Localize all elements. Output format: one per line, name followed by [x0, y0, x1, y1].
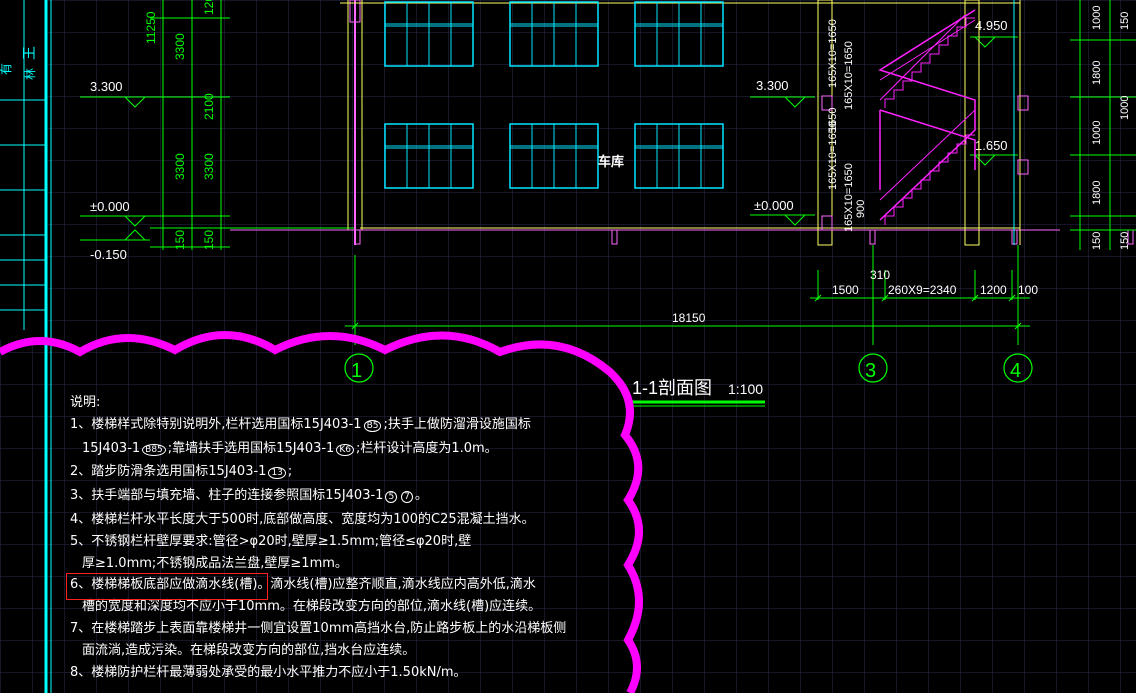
note-bubble-b1: B5 [363, 419, 382, 432]
note-line-3-tail: ; [287, 464, 293, 480]
signature-text-3: 有 [0, 63, 13, 75]
section-title: 1-1剖面图 [632, 378, 712, 398]
dim-left-a2: 3300 [173, 153, 187, 180]
signature-text-2: 林 [23, 68, 37, 80]
dim-bottom-1200: 1200 [980, 283, 1007, 297]
title-block: 王 林 有 [0, 0, 52, 693]
dim-left-b2: 150 [202, 230, 216, 250]
dim-right-3: 1000 [1119, 96, 1131, 120]
dim-right-a0: 150 [1119, 12, 1131, 30]
axis-bubbles [344, 353, 1033, 383]
stair-dim-900: 900 [855, 200, 867, 218]
dim-left-a1: 3300 [173, 33, 187, 60]
level-mid-3300: 3.300 [756, 78, 789, 93]
right-dimensions [1070, 0, 1136, 250]
note-line-11: 面流淌,造成污染。在梯段改变方向的部位,挡水台应连续。 [82, 642, 416, 658]
level-left-minus0150: -0.150 [90, 247, 127, 262]
level-left-0000: ±0.000 [90, 199, 130, 214]
level-stair-1650: 1.650 [975, 138, 1008, 153]
note-line-7: 厚≥1.0mm;不锈钢成品法兰盘,壁厚≥1mm。 [82, 555, 348, 571]
garage-label: 车库 [598, 154, 624, 169]
stair-flight [884, 17, 975, 108]
note-bubble-b6: 7 [401, 491, 413, 504]
stair-dim-2: 165X10=1650 [843, 41, 855, 110]
note-line-4-tail: 。 [414, 488, 428, 504]
staircase [817, 0, 1029, 246]
middle-level-marks [750, 36, 1018, 226]
dim-right-a1: 150 [1119, 232, 1131, 250]
dim-bottom-100: 100 [1018, 283, 1038, 297]
dim-left-b0: 2100 [202, 93, 216, 120]
note-line-9: 槽的宽度和深度均不应小于10mm。在梯段改变方向的部位,滴水线(槽)应连续。 [82, 599, 542, 615]
dim-left-a3: 150 [173, 230, 187, 250]
section-scale: 1:100 [728, 381, 763, 397]
note-bubble-b4: 13 [268, 467, 286, 480]
note-line-4-text: 3、扶手端部与填充墙、柱子的连接参照国标15J403-1 [70, 488, 384, 504]
building-section [230, 0, 1134, 245]
stair-dim-3: 165X10=1650 [827, 121, 839, 190]
notes-heading: 说明: [70, 395, 101, 410]
dim-bottom-stairs: 260X9=2340 [888, 283, 957, 297]
level-left-3300: 3.300 [90, 79, 123, 94]
signature-text-1: 王 [21, 46, 37, 60]
left-dimensions [80, 0, 355, 250]
note-line-2-tail-a: ;靠墙扶手选用国标15J403-1 [167, 440, 335, 456]
note-line-8: 6、楼梯梯板底部应做滴水线(槽)。滴水线(槽)应整齐顺直,滴水线应内高外低,滴水 [70, 577, 536, 593]
dim-right-1: 1800 [1091, 61, 1103, 85]
note-bubble-b3: K6 [336, 443, 354, 456]
note-line-3-text: 2、踏步防滑条选用国标15J403-1 [70, 464, 267, 480]
dim-left-a0: 1200 [202, 0, 216, 15]
revision-cloud [0, 331, 643, 693]
window-group [384, 1, 724, 189]
note-line-1-tail: ;扶手上做防溜滑设施国标 [383, 416, 531, 432]
bottom-dimensions [345, 245, 1030, 345]
dim-bottom-total: 18150 [672, 311, 706, 325]
dim-right-0: 1000 [1091, 6, 1103, 30]
stair-dim-1650: 1650 [827, 108, 839, 132]
dim-left-total: 11250 [144, 11, 158, 44]
note-bubble-b2: B85 [142, 443, 166, 456]
level-stair-4950: 4.950 [975, 18, 1008, 33]
note-line-2-tail-b: ;栏杆设计高度为1.0m。 [355, 440, 498, 456]
note-line-10: 7、在楼梯踏步上表面靠楼梯井一侧宜设置10mm高挡水台,防止路步板上的水沿梯板侧 [70, 620, 567, 636]
note-6-highlight[interactable] [66, 573, 268, 600]
stair-steps [884, 17, 975, 225]
note-line-12: 8、楼梯防护栏杆最薄弱处承受的最小水平推力不应小于1.50kN/m。 [70, 664, 467, 680]
level-mid-0000: ±0.000 [754, 198, 794, 213]
dim-left-b1: 3300 [202, 153, 216, 180]
dim-right-4: 1800 [1091, 181, 1103, 205]
stair-flight [884, 134, 975, 225]
note-line-1-text: 1、楼梯样式除特别说明外,栏杆选用国标15J403-1 [70, 416, 362, 432]
dim-right-2: 1000 [1091, 121, 1103, 145]
dim-right-5: 150 [1091, 232, 1103, 250]
axis-label-4: 4 [1010, 360, 1021, 382]
axis-label-1: 1 [351, 360, 362, 382]
note-line-2-text: 15J403-1 [82, 440, 141, 456]
axis-label-3: 3 [865, 360, 876, 382]
stair-dim-4: 165X10=1650 [843, 163, 855, 232]
dim-bottom-1500: 1500 [832, 283, 859, 297]
stair-dim-1: 165X10=1650 [827, 19, 839, 88]
note-line-5: 4、楼梯栏杆水平长度大于500时,底部做高度、宽度均为100的C25混凝土挡水。 [70, 511, 535, 527]
note-bubble-b5: 5 [385, 491, 398, 504]
dim-bottom-310: 310 [870, 268, 890, 282]
note-line-6: 5、不锈钢栏杆壁厚要求:管径>φ20时,壁厚≥1.5mm;管径≤φ20时,壁 [70, 533, 472, 549]
